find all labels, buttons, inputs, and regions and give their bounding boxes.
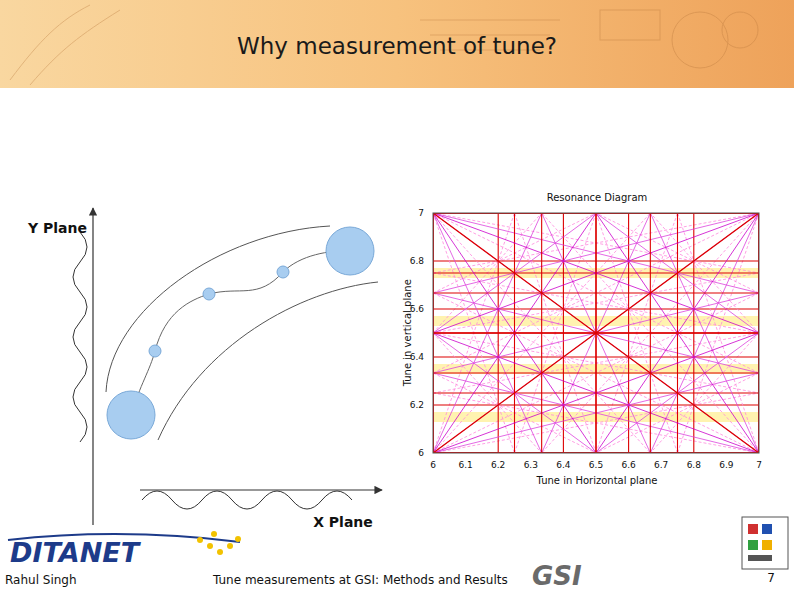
tick-label: 6.3: [524, 460, 538, 470]
resonance-line: [595, 213, 596, 453]
tick-label: 6.7: [654, 460, 668, 470]
resonance-line: [433, 213, 759, 453]
resonance-line: [595, 213, 596, 453]
resonance-line: [433, 213, 759, 453]
axis-title: Tune in vertical plane: [402, 279, 414, 386]
tick-label: 6.2: [491, 460, 505, 470]
chart-title: Resonance Diagram: [547, 192, 648, 204]
tick-label: 6.4: [556, 460, 570, 470]
header-decoration: [10, 5, 758, 85]
tick-label: 6.8: [410, 256, 424, 266]
plot-area: [433, 213, 759, 453]
tick-label: 6: [430, 460, 436, 470]
tick-label: 6.2: [410, 400, 424, 410]
logo-stars: [197, 531, 241, 555]
tick-label: 7: [418, 208, 424, 218]
resonance-line: [433, 213, 759, 453]
tick-label: 6: [418, 448, 424, 458]
beam-pipe-outer: [106, 226, 330, 392]
tick-label: 6.1: [458, 460, 472, 470]
tick-label: 6.6: [621, 460, 635, 470]
vertical-oscillation: [73, 232, 87, 442]
header-band: [0, 0, 794, 88]
tick-label: 6.9: [719, 460, 733, 470]
axis-name: X Plane: [313, 514, 373, 530]
logo-text: DITANET: [10, 537, 139, 568]
tick-label: 7: [756, 460, 762, 470]
author-name: Rahul Singh: [5, 574, 77, 588]
resonance-line: [433, 213, 759, 453]
talk-title: Tune measurements at GSI: Methods and Re…: [213, 574, 508, 588]
tick-label: 6.6: [410, 304, 424, 314]
tick-label: 6.4: [410, 352, 424, 362]
beam-bunch: [107, 391, 155, 439]
tick-label: 6.8: [687, 460, 701, 470]
x-axis: [140, 489, 382, 490]
beam-pipe-inner: [158, 282, 378, 440]
horizontal-oscillation: [142, 491, 352, 509]
page-number: 7: [767, 572, 775, 586]
tick-label: 6.5: [589, 460, 603, 470]
axis-title: Tune in Horizontal plane: [537, 475, 658, 487]
particle-trajectory: [131, 251, 350, 415]
resonance-lines: [433, 213, 759, 453]
plot-frame: [433, 213, 759, 453]
slide-title: Why measurement of tune?: [237, 33, 557, 59]
temf-logo: [742, 517, 788, 569]
logo-text: GSI: [532, 562, 582, 592]
particle: [149, 345, 161, 357]
beam-bunch: [326, 227, 374, 275]
axis-name: Y Plane: [28, 220, 87, 236]
particle: [203, 288, 215, 300]
particle: [277, 266, 289, 278]
y-axis: [92, 208, 93, 525]
